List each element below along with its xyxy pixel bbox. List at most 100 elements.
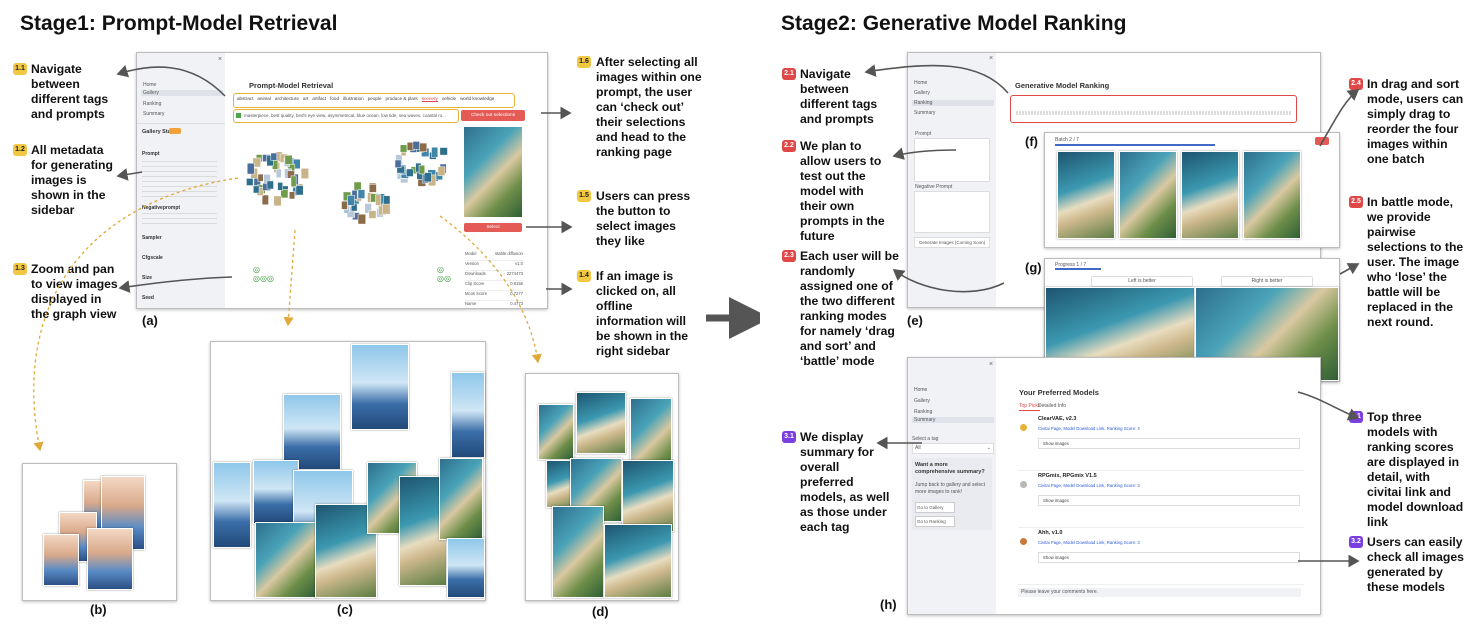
- graph-node-thumbnail[interactable]: [353, 181, 362, 192]
- graph-node-thumbnail[interactable]: [261, 194, 269, 205]
- tag-produce-plant[interactable]: produce & plant: [385, 96, 418, 101]
- model-links[interactable]: Civitai Page, Model Download Link, Ranki…: [1038, 426, 1140, 431]
- tag-select[interactable]: All ⌄: [912, 443, 994, 454]
- select-button[interactable]: Select: [464, 223, 522, 232]
- comment-input[interactable]: Please leave your comments here.: [1018, 588, 1301, 597]
- cluster-b-image[interactable]: [43, 534, 79, 586]
- go-to-ranking-button[interactable]: Go to Ranking: [915, 516, 955, 527]
- tag-illustration[interactable]: illustration: [343, 96, 364, 101]
- cluster-c-image[interactable]: [255, 522, 317, 598]
- graph-node-thumbnail[interactable]: [246, 162, 255, 175]
- graph-node-thumbnail[interactable]: [246, 178, 254, 186]
- drag-image-3[interactable]: [1181, 151, 1239, 239]
- graph-node-thumbnail[interactable]: [368, 210, 377, 219]
- generate-button[interactable]: Generate Images (Coming Soon): [914, 237, 990, 248]
- cluster-d-image[interactable]: [604, 524, 672, 598]
- graph-node-thumbnail[interactable]: [290, 175, 297, 187]
- graph-node-thumbnail[interactable]: [439, 147, 448, 156]
- graph-node-thumbnail[interactable]: [289, 191, 296, 200]
- tag-animal[interactable]: animal: [257, 96, 271, 101]
- graph-node-thumbnail[interactable]: [406, 168, 414, 177]
- cluster-d-image[interactable]: [552, 506, 604, 598]
- nav-ranking[interactable]: Ranking: [912, 100, 994, 106]
- tag-abstract[interactable]: abstract: [237, 96, 254, 101]
- nav-home[interactable]: Home: [143, 82, 157, 88]
- cluster-c-image[interactable]: [451, 372, 485, 458]
- graph-node-thumbnail[interactable]: [275, 168, 282, 178]
- graph-node-thumbnail[interactable]: [273, 195, 282, 207]
- graph-node-thumbnail[interactable]: [295, 185, 304, 196]
- graph-node-thumbnail[interactable]: [253, 185, 260, 194]
- tag-food[interactable]: food: [330, 96, 340, 101]
- nav-ranking[interactable]: Ranking: [143, 101, 162, 107]
- cluster-c-image[interactable]: [283, 394, 341, 470]
- ranking-prompt-box[interactable]: [1010, 95, 1297, 123]
- model-links[interactable]: Civitai Page, Model Download Link, Ranki…: [1038, 540, 1140, 545]
- tag-world-knowledge[interactable]: world knowledge: [460, 96, 495, 101]
- cluster-c-image[interactable]: [253, 460, 299, 524]
- cluster-c-image[interactable]: [315, 504, 377, 598]
- nav-ranking[interactable]: Ranking: [914, 409, 933, 415]
- graph-node-thumbnail[interactable]: [399, 144, 408, 153]
- nav-summary[interactable]: Summary: [912, 417, 994, 423]
- graph-node-thumbnail[interactable]: [266, 180, 274, 190]
- tab-top-picks[interactable]: Top Picks: [1019, 403, 1041, 411]
- cluster-b-image[interactable]: [87, 528, 133, 590]
- zoom-controls-left[interactable]: ◎◎◎◎: [253, 265, 274, 283]
- close-icon[interactable]: ×: [989, 55, 994, 62]
- graph-node-thumbnail[interactable]: [257, 173, 264, 182]
- graph-node-thumbnail[interactable]: [394, 159, 402, 168]
- tag-art[interactable]: art: [302, 96, 309, 101]
- graph-node-thumbnail[interactable]: [357, 189, 366, 199]
- graph-node-thumbnail[interactable]: [423, 172, 432, 183]
- graph-node-thumbnail[interactable]: [418, 165, 426, 175]
- close-icon[interactable]: ×: [989, 361, 994, 368]
- graph-node-thumbnail[interactable]: [431, 146, 439, 158]
- go-to-gallery-button[interactable]: Go to Gallery: [915, 502, 955, 513]
- selected-image-preview[interactable]: [464, 127, 522, 217]
- show-images-expander[interactable]: Show images: [1038, 495, 1300, 506]
- nav-summary[interactable]: Summary: [914, 110, 936, 116]
- nav-summary[interactable]: Summary: [143, 111, 165, 117]
- graph-node-thumbnail[interactable]: [300, 168, 309, 179]
- graph-node-thumbnail[interactable]: [412, 141, 420, 150]
- right-better-button[interactable]: Right is better: [1221, 276, 1313, 287]
- graph-node-thumbnail[interactable]: [252, 157, 261, 168]
- graph-node-thumbnail[interactable]: [347, 195, 355, 206]
- graph-node-thumbnail[interactable]: [280, 189, 289, 199]
- graph-node-thumbnail[interactable]: [364, 203, 372, 214]
- graph-node-thumbnail[interactable]: [437, 166, 446, 176]
- drag-image-4[interactable]: [1243, 151, 1301, 239]
- nav-gallery[interactable]: Gallery: [914, 398, 930, 404]
- graph-node-thumbnail[interactable]: [357, 213, 366, 225]
- graph-node-thumbnail[interactable]: [368, 184, 377, 193]
- drag-image-2[interactable]: [1119, 151, 1177, 239]
- drag-image-1[interactable]: [1057, 151, 1115, 239]
- graph-node-thumbnail[interactable]: [284, 155, 293, 165]
- graph-node-thumbnail[interactable]: [383, 195, 391, 205]
- model-links[interactable]: Civitai Page, Model Download Link, Ranki…: [1038, 483, 1140, 488]
- cluster-d-image[interactable]: [538, 404, 574, 460]
- checkout-button[interactable]: Check out selections: [461, 110, 525, 121]
- close-icon[interactable]: ×: [218, 56, 223, 63]
- nav-home[interactable]: Home: [914, 387, 928, 393]
- cluster-c-image[interactable]: [351, 344, 409, 430]
- nav-gallery[interactable]: Gallery: [141, 90, 223, 96]
- nav-home[interactable]: Home: [914, 80, 928, 86]
- graph-node-thumbnail[interactable]: [375, 194, 382, 206]
- tag-artifact[interactable]: artifact: [312, 96, 327, 101]
- left-better-button[interactable]: Left is better: [1091, 276, 1193, 287]
- cluster-c-image[interactable]: [447, 538, 485, 598]
- nav-gallery[interactable]: Gallery: [914, 90, 930, 96]
- zoom-controls-right[interactable]: ◎◎◎: [437, 265, 451, 283]
- tag-people[interactable]: people: [367, 96, 382, 101]
- tag-architecture[interactable]: architecture: [274, 96, 299, 101]
- cluster-c-image[interactable]: [213, 462, 251, 548]
- cluster-d-image[interactable]: [576, 392, 626, 454]
- show-images-expander[interactable]: Show images: [1038, 552, 1300, 563]
- graph-node-thumbnail[interactable]: [270, 152, 278, 161]
- tag-scenery[interactable]: scenery: [421, 96, 438, 102]
- prompt-select[interactable]: masterpiece, best quality, bird's eye vi…: [236, 112, 454, 119]
- graph-view[interactable]: [233, 133, 459, 293]
- neg-prompt-input[interactable]: [914, 191, 990, 233]
